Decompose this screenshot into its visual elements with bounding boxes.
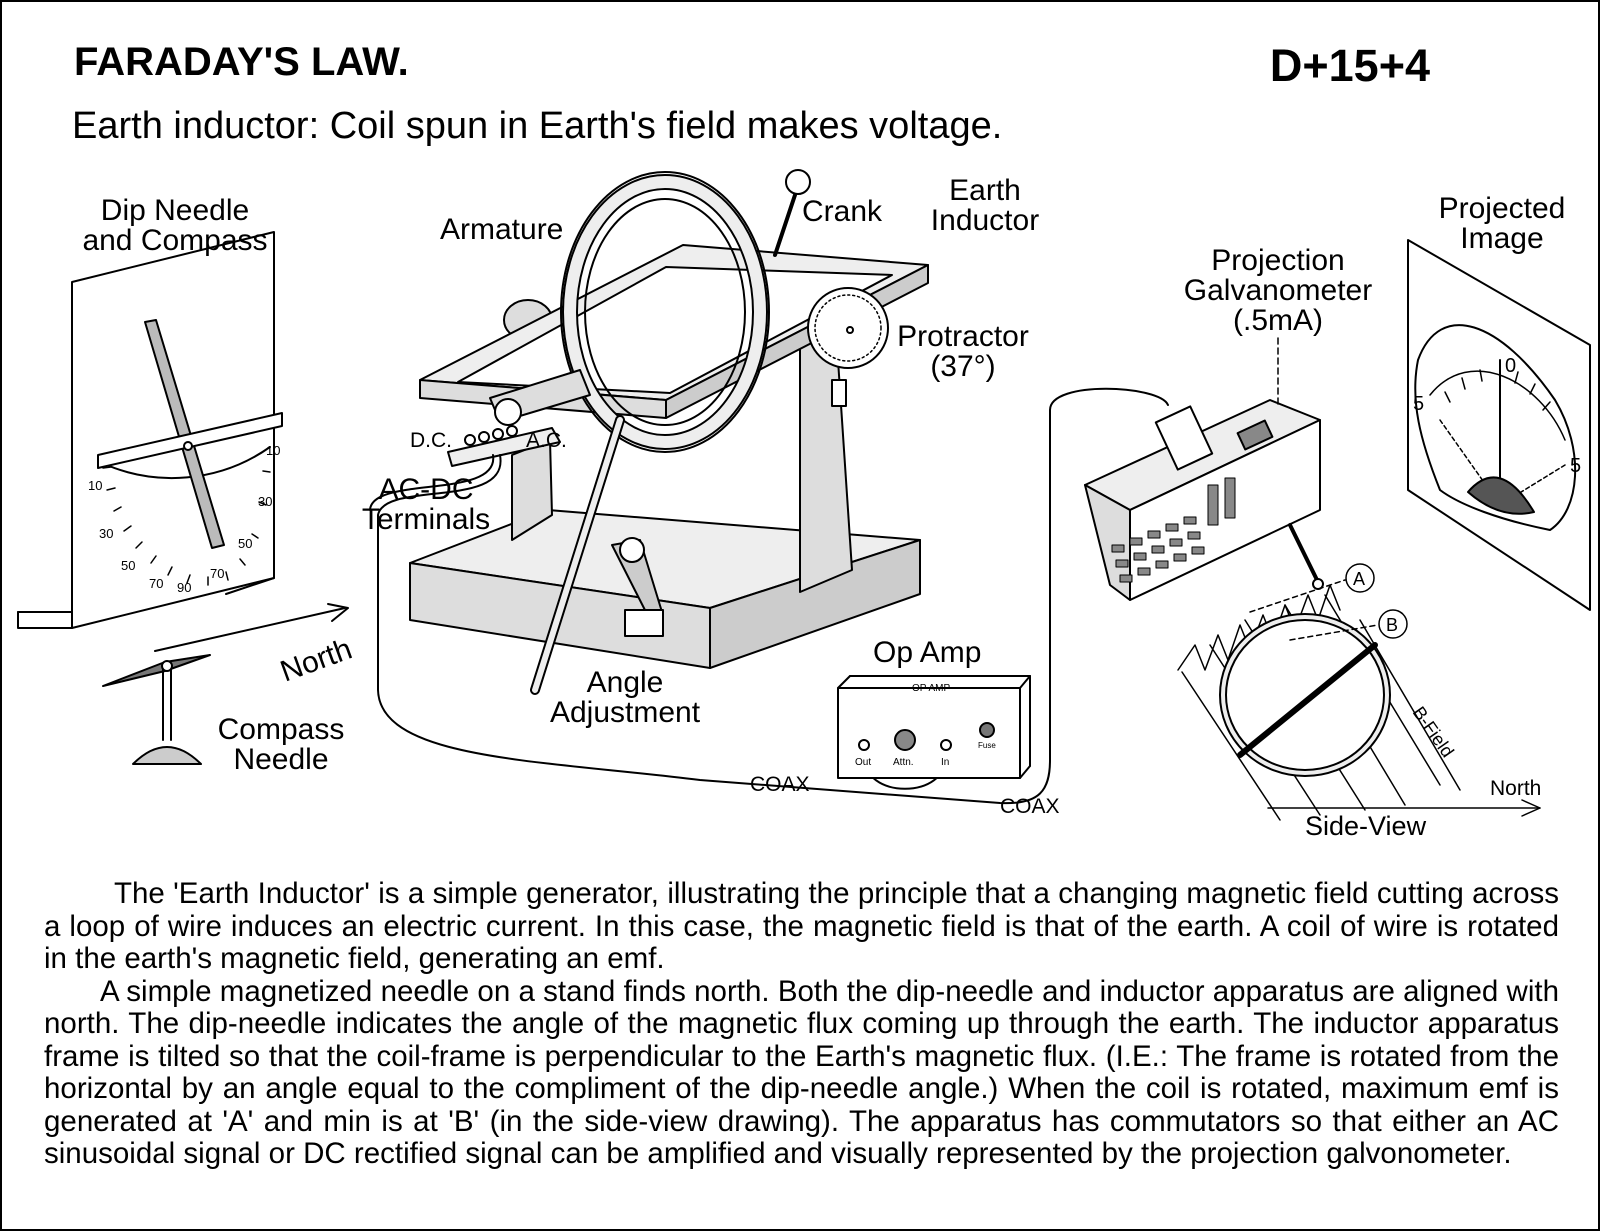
op-amp-in-label: In [941, 757, 949, 768]
dip-scale-label: 50 [238, 536, 252, 551]
b-field-label: B-Field [1409, 703, 1458, 761]
compass-needle-label: Compass Needle [206, 715, 356, 775]
dip-needle-label-line: and Compass [82, 224, 268, 257]
side-view-north-label: North [1490, 777, 1542, 800]
side-view-label: Side-View [1305, 811, 1427, 841]
op-amp-fuse-label: Fuse [978, 741, 996, 750]
dip-scale-label: 10 [266, 443, 280, 458]
armature-label: Armature [440, 213, 564, 246]
dip-needle-label-line: Dip Needle [100, 194, 250, 227]
north-arrow [154, 603, 349, 652]
angle-adjustment-label-line: Adjustment [549, 696, 701, 729]
angle-adjustment-label-line: Angle [586, 666, 664, 699]
side-view-drawing [1177, 563, 1541, 821]
projected-image-drawing [1407, 239, 1591, 611]
image-scale-label: 5 [1570, 455, 1581, 477]
point-b-label: B [1386, 615, 1398, 635]
op-amp-panel-label: OP AMP [912, 683, 950, 694]
op-amp-box [837, 675, 1031, 779]
earth-inductor-label-line: Inductor [930, 204, 1040, 237]
page-subtitle: Earth inductor: Coil spun in Earth's fie… [72, 105, 1003, 147]
crank-label: Crank [802, 195, 883, 228]
description-paragraph: The 'Earth Inductor' is a simple generat… [44, 877, 1559, 975]
dip-scale-label: 70 [149, 576, 163, 591]
page-title: FARADAY'S LAW. [74, 40, 409, 84]
dip-scale-label: 70 [210, 566, 224, 581]
galvanometer-label-line: Projection [1211, 244, 1345, 277]
projected-image-label-line: Projected [1438, 192, 1566, 225]
dip-scale-label: 30 [258, 494, 272, 509]
coax-label: COAX [1000, 795, 1060, 818]
galvanometer-drawing [1084, 399, 1324, 601]
angle-adjustment-label: Angle Adjustment [540, 668, 710, 728]
compass-needle-drawing [102, 654, 211, 765]
coax-cable [377, 387, 1169, 805]
compass-needle-label-line: Compass [217, 713, 345, 746]
coax-label: COAX [750, 773, 810, 796]
earth-inductor-drawing [409, 169, 929, 695]
dip-scale-label: 50 [121, 558, 135, 573]
galvanometer-label-line: (.5mA) [1233, 304, 1323, 337]
demo-code: D+15+4 [1269, 40, 1430, 91]
op-amp-out-label: Out [855, 757, 871, 768]
dc-label: D.C. [410, 429, 452, 452]
protractor-label: Protractor (37°) [888, 322, 1038, 382]
projected-image-label-line: Image [1460, 222, 1544, 255]
terminals-label-line: AC-DC [378, 473, 474, 506]
projection-galvanometer-label: Projection Galvanometer (.5mA) [1168, 246, 1388, 336]
protractor-label-line: (37°) [930, 350, 996, 383]
image-scale-label: 0 [1505, 355, 1516, 377]
point-a-label: A [1353, 569, 1365, 589]
terminals-label-line: Terminals [361, 503, 491, 536]
dip-scale-label: 30 [99, 526, 113, 541]
compass-needle-label-line: Needle [233, 743, 329, 776]
ac-dc-terminals-label: AC-DC Terminals [356, 475, 496, 535]
earth-inductor-label-line: Earth [949, 174, 1021, 207]
projected-image-label: Projected Image [1432, 194, 1572, 254]
earth-inductor-label: Earth Inductor [925, 176, 1045, 236]
image-scale-label: 5 [1413, 393, 1424, 415]
galvanometer-label-line: Galvanometer [1183, 274, 1373, 307]
north-label: North [276, 632, 356, 688]
op-amp-label: Op Amp [873, 636, 982, 669]
op-amp-attn-label: Attn. [893, 757, 914, 768]
dip-scale-label: 90 [177, 580, 191, 595]
dip-scale-label: 10 [88, 478, 102, 493]
description-paragraph: A simple magnetized needle on a stand fi… [44, 974, 1559, 1170]
dip-needle-label: Dip Needle and Compass [75, 196, 275, 256]
ac-label: A.C. [526, 429, 567, 452]
description: The 'Earth Inductor' is a simple generat… [44, 877, 1559, 1171]
protractor-label-line: Protractor [897, 320, 1029, 353]
dip-needle-drawing [17, 231, 283, 629]
